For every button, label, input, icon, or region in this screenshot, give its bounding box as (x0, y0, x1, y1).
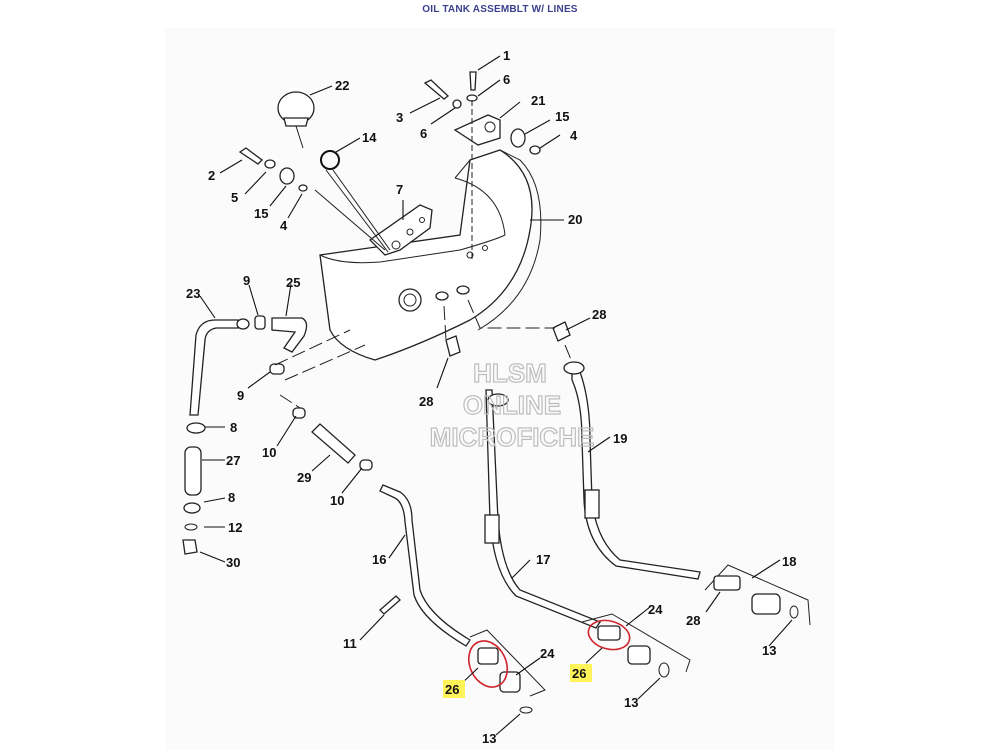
hose-group-left (182, 315, 373, 555)
callout-4: 4 (570, 128, 578, 143)
callout-18: 18 (782, 554, 796, 569)
callout-17: 17 (536, 552, 550, 567)
callout-8: 8 (230, 420, 237, 435)
callout-13: 13 (482, 731, 496, 746)
callout-28: 28 (592, 307, 606, 322)
callout-12: 12 (228, 520, 242, 535)
callout-16: 16 (372, 552, 386, 567)
callout-13: 13 (762, 643, 776, 658)
fitting-group-left (467, 629, 546, 714)
callout-11: 11 (343, 636, 357, 651)
callout-2: 2 (208, 168, 215, 183)
diagram-sheet (165, 28, 835, 750)
callout-8: 8 (228, 490, 235, 505)
highlight-26-left (443, 680, 465, 698)
bracket-part-7 (368, 204, 433, 256)
part-11 (379, 595, 401, 615)
watermark-line-2: ONLINE (463, 390, 561, 420)
callout-5: 5 (231, 190, 238, 205)
callout-27: 27 (226, 453, 240, 468)
callout-10: 10 (330, 493, 344, 508)
watermark-line-1: HLSM (473, 358, 547, 388)
callout-3: 3 (396, 110, 403, 125)
callout-15: 15 (254, 206, 268, 221)
watermark-line-3: MICROFICHE (430, 422, 595, 452)
callout-24: 24 (540, 646, 555, 661)
callout-28: 28 (419, 394, 433, 409)
watermark: HLSM ONLINE MICROFICHE (429, 357, 595, 452)
callout-26: 26 (445, 682, 459, 697)
callout-1: 1 (503, 48, 510, 63)
callout-7: 7 (396, 182, 403, 197)
callout-15: 15 (555, 109, 569, 124)
diagram-title: OIL TANK ASSEMBLT W/ LINES (422, 4, 578, 15)
callout-4: 4 (280, 218, 288, 233)
o-ring-14 (320, 150, 340, 170)
callout-26: 26 (572, 666, 586, 681)
callout-29: 29 (297, 470, 311, 485)
fitting-28-right (552, 321, 571, 342)
highlight-26-right (570, 664, 592, 682)
oil-line-17 (484, 389, 601, 629)
fitting-group-middle (581, 613, 691, 678)
oil-tank-body (319, 149, 542, 361)
callout-24: 24 (648, 602, 663, 617)
callout-20: 20 (568, 212, 582, 227)
callout-10: 10 (262, 445, 276, 460)
callout-30: 30 (226, 555, 240, 570)
oil-line-16 (379, 484, 471, 647)
fitting-group-right (704, 564, 811, 626)
callout-22: 22 (335, 78, 349, 93)
callout-6: 6 (503, 72, 510, 87)
callout-28: 28 (686, 613, 700, 628)
callout-23: 23 (186, 286, 200, 301)
leader-lines (199, 55, 793, 736)
fitting-28-left (445, 335, 461, 357)
callout-9: 9 (243, 273, 250, 288)
filler-cap-22 (277, 91, 315, 149)
callout-14: 14 (362, 130, 377, 145)
callout-13: 13 (624, 695, 638, 710)
callout-19: 19 (613, 431, 627, 446)
callout-21: 21 (531, 93, 545, 108)
callout-9: 9 (237, 388, 244, 403)
oil-line-19 (563, 361, 701, 580)
fastener-group-left (238, 147, 308, 192)
fastener-group-top (423, 71, 541, 260)
callout-6: 6 (420, 126, 427, 141)
callout-25: 25 (286, 275, 300, 290)
